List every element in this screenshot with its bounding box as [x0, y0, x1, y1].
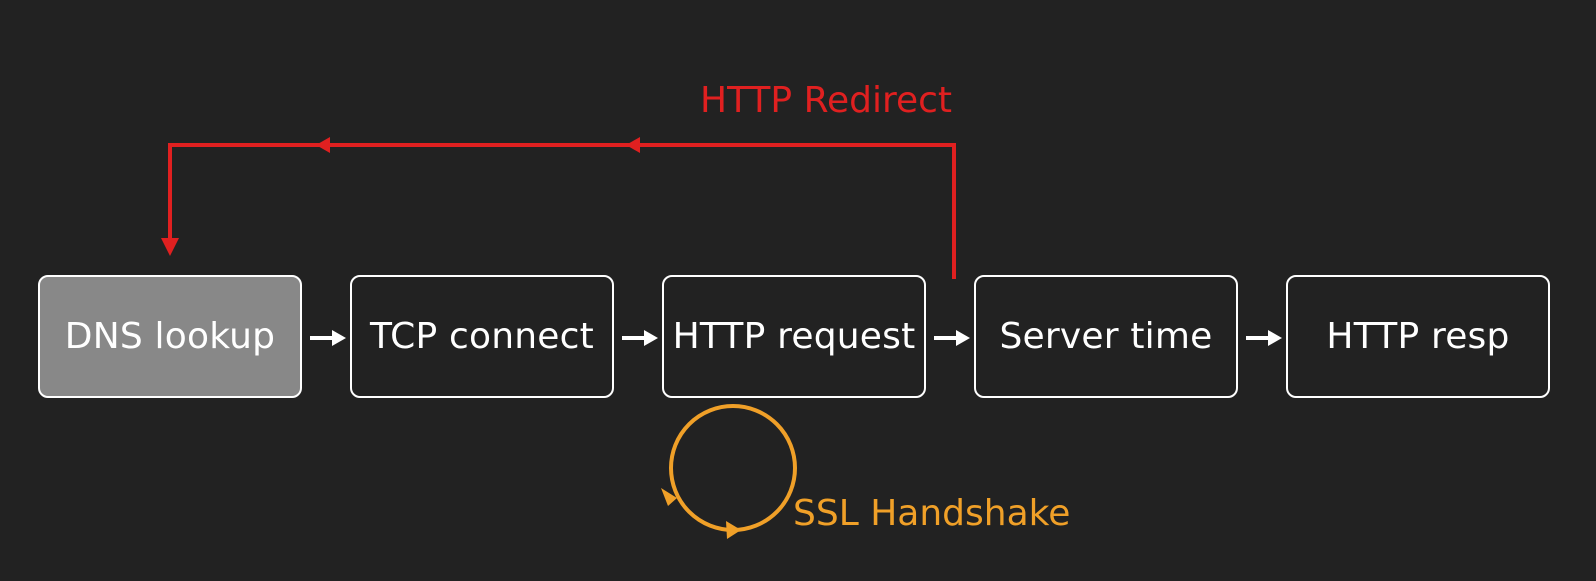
flow-arrow-2 — [622, 330, 658, 346]
ssl-handshake-label: SSL Handshake — [793, 493, 1071, 534]
ssl-loop-icon — [661, 404, 797, 539]
step-label: Server time — [999, 316, 1213, 357]
step-dns-lookup: DNS lookup — [38, 275, 302, 398]
flow-arrow-4 — [1246, 330, 1282, 346]
step-server-time: Server time — [974, 275, 1238, 398]
step-tcp-connect: TCP connect — [350, 275, 614, 398]
flow-arrow-1 — [310, 330, 346, 346]
step-http-request: HTTP request — [662, 275, 926, 398]
step-label: HTTP request — [672, 316, 916, 357]
step-label: DNS lookup — [64, 316, 276, 357]
step-label: TCP connect — [370, 316, 594, 357]
redirect-label: HTTP Redirect — [700, 80, 953, 121]
step-label: HTTP resp — [1326, 316, 1510, 357]
step-http-resp: HTTP resp — [1286, 275, 1550, 398]
redirect-arrow — [161, 137, 956, 279]
flow-arrow-3 — [934, 330, 970, 346]
